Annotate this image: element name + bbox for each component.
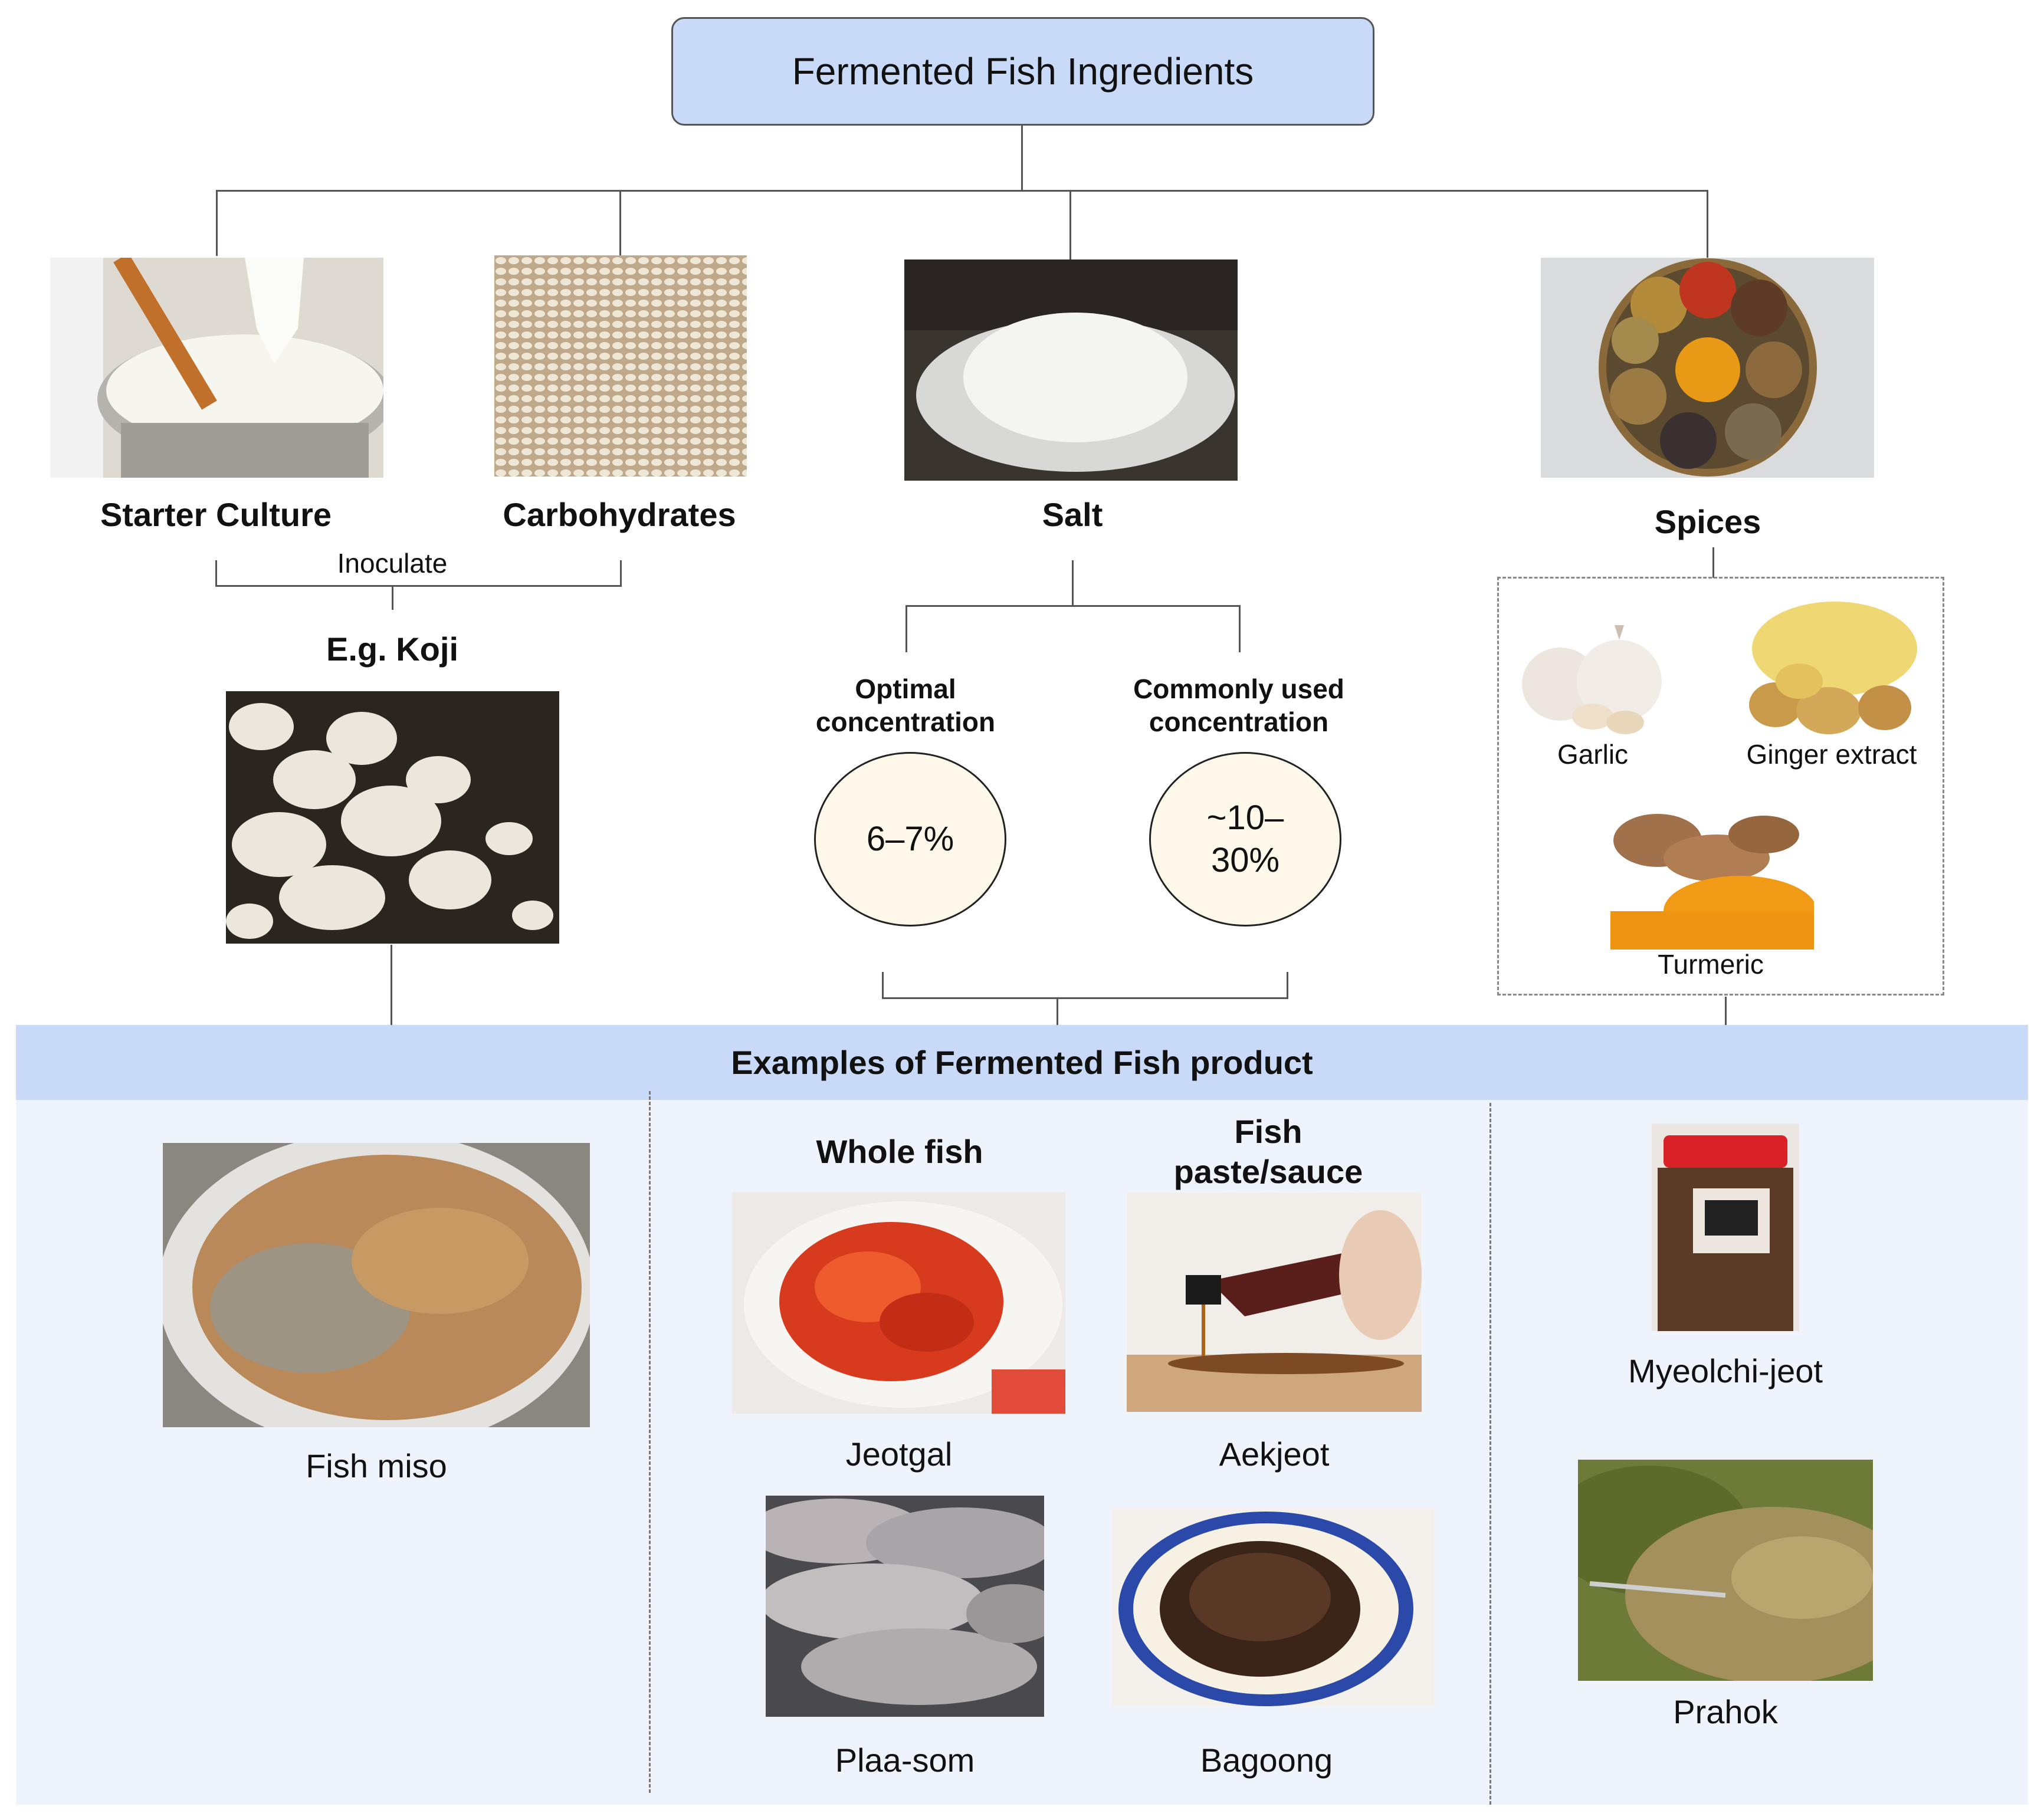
jeotgal-photo bbox=[732, 1192, 1065, 1414]
common-concentration-label: Commonly used concentration bbox=[1133, 674, 1344, 738]
koji-label: E.g. Koji bbox=[326, 630, 458, 668]
connector bbox=[1712, 547, 1714, 578]
connector bbox=[905, 605, 1241, 607]
fish-paste-label: Fish paste/sauce bbox=[1173, 1113, 1363, 1191]
connector bbox=[1021, 126, 1023, 190]
optimal-concentration-value: 6–7% bbox=[866, 819, 954, 858]
salt-label: Salt bbox=[1042, 496, 1103, 533]
bagoong-label: Bagoong bbox=[1200, 1742, 1333, 1779]
connector bbox=[619, 190, 621, 256]
connector bbox=[1725, 997, 1727, 1025]
inoculate-label: Inoculate bbox=[337, 548, 448, 579]
connector bbox=[391, 945, 392, 1025]
connector bbox=[1707, 190, 1708, 258]
bagoong-photo bbox=[1113, 1509, 1434, 1706]
connector bbox=[216, 190, 1708, 192]
salt-photo bbox=[904, 259, 1238, 481]
plaa-som-photo bbox=[766, 1496, 1044, 1717]
common-concentration-value: ~10–30% bbox=[1206, 798, 1284, 880]
prahok-photo bbox=[1578, 1460, 1873, 1681]
common-concentration-circle: ~10–30% bbox=[1149, 752, 1341, 927]
fish-miso-photo bbox=[163, 1143, 590, 1427]
connector bbox=[1057, 997, 1058, 1025]
divider bbox=[1489, 1103, 1491, 1805]
spices-label: Spices bbox=[1654, 503, 1761, 540]
plaa-som-label: Plaa-som bbox=[835, 1742, 975, 1779]
optimal-concentration-circle: 6–7% bbox=[814, 752, 1006, 927]
products-header-text: Examples of Fermented Fish product bbox=[731, 1044, 1313, 1081]
garlic-photo bbox=[1513, 622, 1681, 737]
ginger-label: Ginger extract bbox=[1746, 739, 1917, 770]
connector bbox=[620, 560, 622, 586]
optimal-concentration-label: Optimal concentration bbox=[815, 674, 996, 738]
aekjeot-photo bbox=[1127, 1192, 1422, 1412]
connector bbox=[215, 560, 217, 586]
divider bbox=[649, 1091, 651, 1793]
connector bbox=[905, 605, 907, 652]
koji-photo bbox=[226, 691, 559, 944]
products-header: Examples of Fermented Fish product bbox=[16, 1025, 2028, 1100]
turmeric-photo bbox=[1610, 793, 1814, 950]
myeolchi-jeot-label: Myeolchi-jeot bbox=[1628, 1352, 1823, 1389]
rice-photo bbox=[494, 255, 747, 477]
connector bbox=[1069, 190, 1071, 259]
garlic-label: Garlic bbox=[1557, 739, 1629, 770]
starter-culture-photo bbox=[50, 258, 383, 478]
connector bbox=[1287, 972, 1288, 998]
whole-fish-label: Whole fish bbox=[816, 1133, 983, 1170]
fish-miso-label: Fish miso bbox=[306, 1447, 447, 1484]
connector bbox=[882, 997, 1288, 999]
jeotgal-label: Jeotgal bbox=[845, 1435, 953, 1473]
carbohydrates-label: Carbohydrates bbox=[503, 496, 736, 533]
diagram-title: Fermented Fish Ingredients bbox=[671, 17, 1374, 126]
starter-culture-label: Starter Culture bbox=[100, 496, 332, 533]
aekjeot-label: Aekjeot bbox=[1219, 1435, 1330, 1473]
connector bbox=[1072, 560, 1074, 606]
connector bbox=[216, 190, 218, 256]
turmeric-label: Turmeric bbox=[1658, 949, 1764, 980]
connector bbox=[392, 585, 393, 610]
prahok-label: Prahok bbox=[1673, 1693, 1778, 1730]
myeolchi-jeot-photo bbox=[1652, 1123, 1799, 1331]
spices-photo bbox=[1541, 258, 1874, 478]
connector bbox=[215, 585, 622, 587]
connector bbox=[1239, 605, 1241, 652]
spices-examples-box bbox=[1497, 577, 1944, 996]
ginger-photo bbox=[1740, 593, 1917, 739]
connector bbox=[882, 972, 884, 998]
